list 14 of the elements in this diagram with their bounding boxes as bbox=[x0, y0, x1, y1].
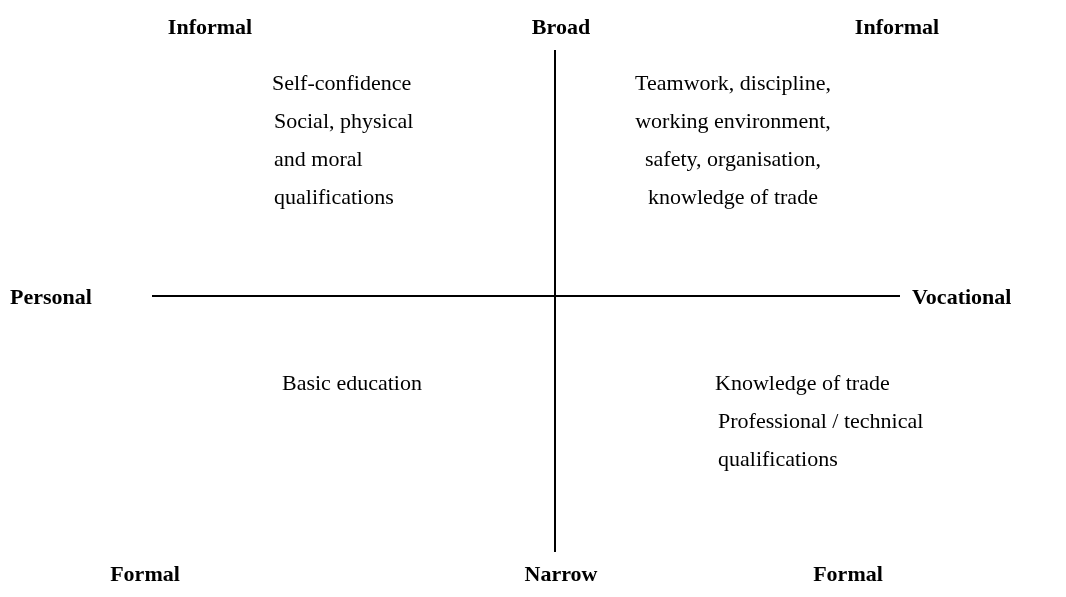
axis-label: Broad bbox=[530, 13, 592, 41]
axis-label: Formal bbox=[812, 560, 884, 588]
axis-label: Personal bbox=[10, 283, 92, 311]
quadrant-text: Teamwork, discipline, working environment, safety, organisation, knowledge of trade bbox=[634, 69, 832, 211]
quadrant-text: Social, physical and moral qualifications bbox=[274, 107, 415, 211]
axis-label: Informal bbox=[853, 13, 941, 41]
quadrant-text: Professional / technical qualifications bbox=[718, 407, 925, 473]
axis-label: Vocational bbox=[912, 283, 1012, 311]
quadrant-text: Knowledge of trade bbox=[715, 369, 891, 397]
axis-label: Formal bbox=[109, 560, 181, 588]
axis-label: Informal bbox=[166, 13, 254, 41]
quadrant-text: Basic education bbox=[282, 369, 423, 397]
axis-label: Narrow bbox=[523, 560, 599, 588]
quadrant-text: Self-confidence bbox=[272, 69, 413, 97]
